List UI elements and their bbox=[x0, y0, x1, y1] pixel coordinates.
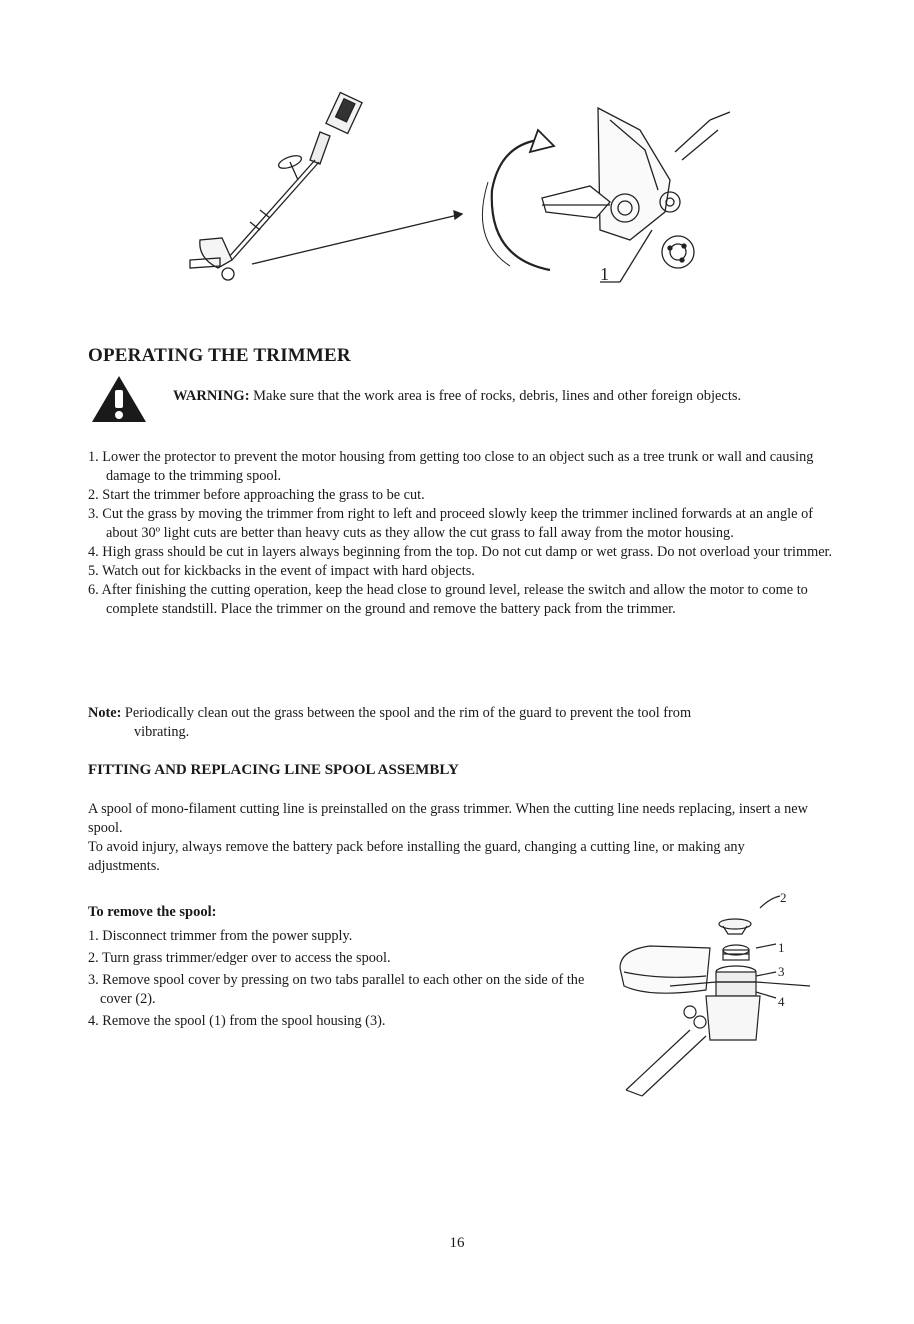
step-text: Start the trimmer before approaching the… bbox=[98, 487, 425, 503]
intro-paragraph: A spool of mono-filament cutting line is… bbox=[88, 801, 808, 836]
step-text: High grass should be cut in layers alway… bbox=[98, 544, 833, 560]
warning-triangle-icon bbox=[92, 376, 146, 422]
step-text: Lower the protector to prevent the motor… bbox=[98, 449, 814, 484]
step-text: After finishing the cutting operation, k… bbox=[98, 582, 808, 617]
list-item: 3. Remove spool cover by pressing on two… bbox=[88, 971, 618, 1009]
intro-paragraphs: A spool of mono-filament cutting line is… bbox=[88, 800, 808, 876]
step-number: 1. bbox=[88, 928, 99, 944]
warning-text: WARNING: Make sure that the work area is… bbox=[173, 388, 741, 405]
step-number: 6. bbox=[88, 582, 99, 598]
step-text: Turn grass trimmer/edger over to access … bbox=[98, 950, 391, 966]
warning-message: Make sure that the work area is free of … bbox=[249, 388, 742, 404]
note-text: Periodically clean out the grass between… bbox=[121, 705, 692, 721]
callout-label-2: 2 bbox=[780, 890, 787, 905]
list-item: 6. After finishing the cutting operation… bbox=[88, 581, 838, 619]
remove-spool-title: To remove the spool: bbox=[88, 904, 217, 920]
step-text: Cut the grass by moving the trimmer from… bbox=[98, 506, 813, 541]
list-item: 1. Disconnect trimmer from the power sup… bbox=[88, 927, 618, 946]
callout-label-1: 1 bbox=[778, 940, 785, 955]
subsection-title: FITTING AND REPLACING LINE SPOOL ASSEMBL… bbox=[88, 762, 459, 778]
list-item: 5. Watch out for kickbacks in the event … bbox=[88, 562, 838, 581]
step-text: Remove spool cover by pressing on two ta… bbox=[98, 972, 585, 1007]
step-number: 2. bbox=[88, 487, 99, 503]
operating-steps-list: 1. Lower the protector to prevent the mo… bbox=[88, 448, 838, 619]
list-item: 4. High grass should be cut in layers al… bbox=[88, 543, 838, 562]
step-number: 2. bbox=[88, 950, 99, 966]
step-number: 4. bbox=[88, 544, 99, 560]
step-number: 3. bbox=[88, 972, 99, 988]
list-item: 2. Turn grass trimmer/edger over to acce… bbox=[88, 949, 618, 968]
page-number: 16 bbox=[449, 1235, 465, 1251]
section-title: OPERATING THE TRIMMER bbox=[88, 345, 351, 366]
intro-paragraph: To avoid injury, always remove the batte… bbox=[88, 839, 745, 874]
callout-label-4: 4 bbox=[778, 994, 785, 1009]
step-number: 4. bbox=[88, 1013, 99, 1029]
step-text: Disconnect trimmer from the power supply… bbox=[98, 928, 353, 944]
note-continuation: vibrating. bbox=[134, 724, 190, 740]
callout-label-1: 1 bbox=[600, 264, 609, 284]
warning-block: WARNING: Make sure that the work area is… bbox=[88, 374, 848, 424]
step-text: Remove the spool (1) from the spool hous… bbox=[98, 1013, 386, 1029]
list-item: 1. Lower the protector to prevent the mo… bbox=[88, 448, 838, 486]
spool-assembly-figure: 2 1 3 4 bbox=[619, 890, 811, 1097]
note-block: Note: Periodically clean out the grass b… bbox=[88, 704, 828, 742]
list-item: 4. Remove the spool (1) from the spool h… bbox=[88, 1012, 618, 1031]
step-number: 5. bbox=[88, 563, 99, 579]
step-text: Watch out for kickbacks in the event of … bbox=[98, 563, 475, 579]
note-label: Note: bbox=[88, 705, 122, 721]
step-number: 1. bbox=[88, 449, 99, 465]
list-item: 3. Cut the grass by moving the trimmer f… bbox=[88, 505, 838, 543]
remove-spool-steps: 1. Disconnect trimmer from the power sup… bbox=[88, 927, 618, 1034]
list-item: 2. Start the trimmer before approaching … bbox=[88, 486, 838, 505]
callout-label-3: 3 bbox=[778, 964, 785, 979]
warning-label: WARNING: bbox=[173, 388, 250, 404]
step-number: 3. bbox=[88, 506, 99, 522]
trimmer-overview-figure: 1 bbox=[189, 91, 730, 284]
